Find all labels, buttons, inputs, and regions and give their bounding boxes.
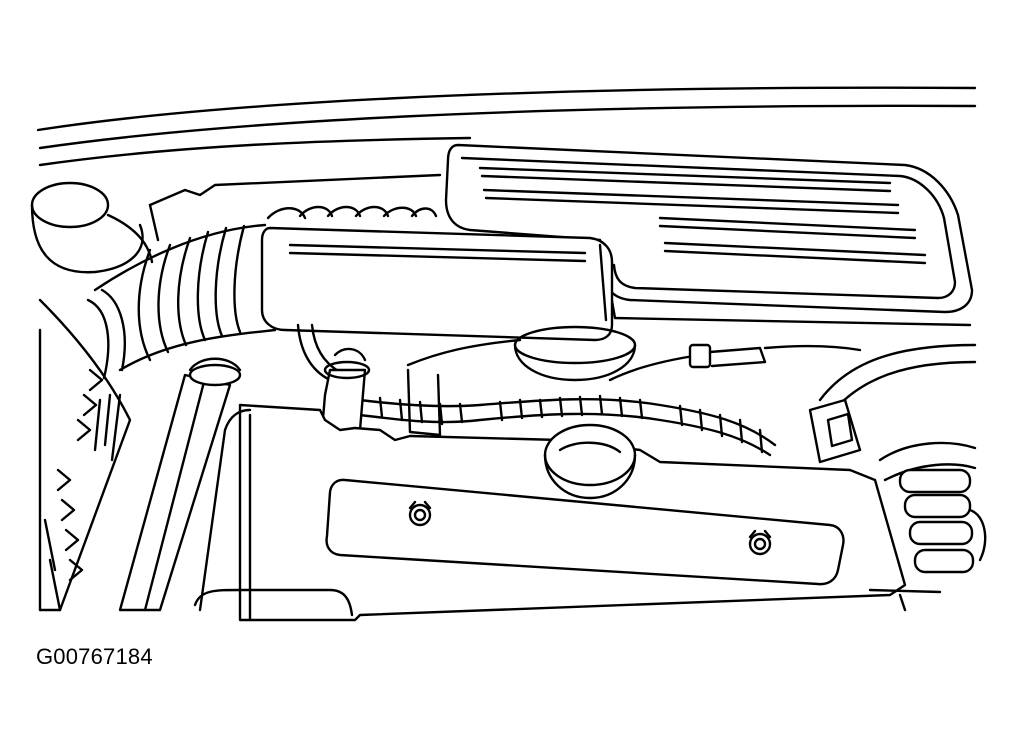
air-cleaner-housing [444,143,974,327]
right-fender-components [808,343,977,482]
oil-filler-cap [543,423,637,500]
intake-hose [86,223,277,380]
wiring-harness [296,323,777,457]
strut-tower [30,181,154,274]
radiator-shroud [38,298,132,612]
coil-cover-plate [325,478,845,586]
hood-edge [36,86,977,167]
radiator-hose [118,357,242,612]
engine-bracket [868,588,942,612]
ignition-wires [898,468,987,574]
vacuum-hose [608,343,862,382]
intake-boot-ribs [148,173,442,242]
figure-id-label: G00767184 [36,644,153,669]
intake-duct [260,226,614,342]
throttle-body [513,325,637,382]
